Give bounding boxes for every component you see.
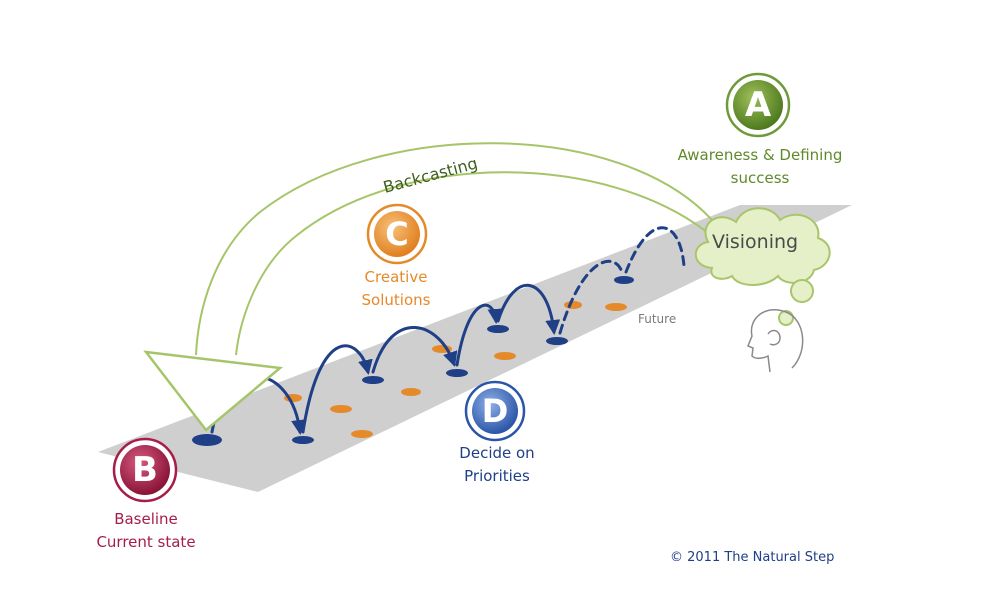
visioning-label: Visioning bbox=[712, 231, 799, 253]
label-b-line2: Current state bbox=[96, 533, 196, 551]
letter-b: B bbox=[132, 450, 158, 490]
label-c: Creative Solutions bbox=[336, 266, 456, 312]
backcasting-label: Backcasting bbox=[381, 153, 479, 196]
circle-b bbox=[112, 437, 178, 503]
path-band bbox=[98, 205, 852, 492]
circle-c bbox=[366, 203, 428, 265]
future-hop-arcs bbox=[558, 226, 686, 335]
circle-a bbox=[725, 72, 791, 138]
label-a-line1: Awareness & Defining bbox=[677, 146, 843, 164]
label-a: Awareness & Defining success bbox=[660, 144, 860, 190]
label-d: Decide on Priorities bbox=[437, 442, 557, 488]
copyright-text: © 2011 The Natural Step bbox=[670, 550, 835, 565]
vision-cloud bbox=[694, 207, 831, 326]
future-label: Future bbox=[638, 312, 677, 326]
label-b-line1: Baseline bbox=[114, 510, 178, 528]
step-ovals bbox=[192, 276, 634, 446]
letter-c: C bbox=[385, 215, 409, 253]
letter-a: A bbox=[744, 85, 772, 125]
label-d-line2: Priorities bbox=[464, 467, 530, 485]
head-icon bbox=[747, 309, 804, 373]
label-c-line2: Solutions bbox=[361, 291, 431, 309]
label-c-line1: Creative bbox=[364, 268, 428, 286]
backcasting-arrow bbox=[143, 142, 713, 432]
label-d-line1: Decide on bbox=[459, 444, 535, 462]
label-b: Baseline Current state bbox=[76, 508, 216, 554]
circle-d bbox=[464, 380, 526, 442]
letter-d: D bbox=[481, 392, 509, 430]
label-a-line2: success bbox=[730, 169, 790, 187]
option-dots bbox=[284, 301, 627, 438]
